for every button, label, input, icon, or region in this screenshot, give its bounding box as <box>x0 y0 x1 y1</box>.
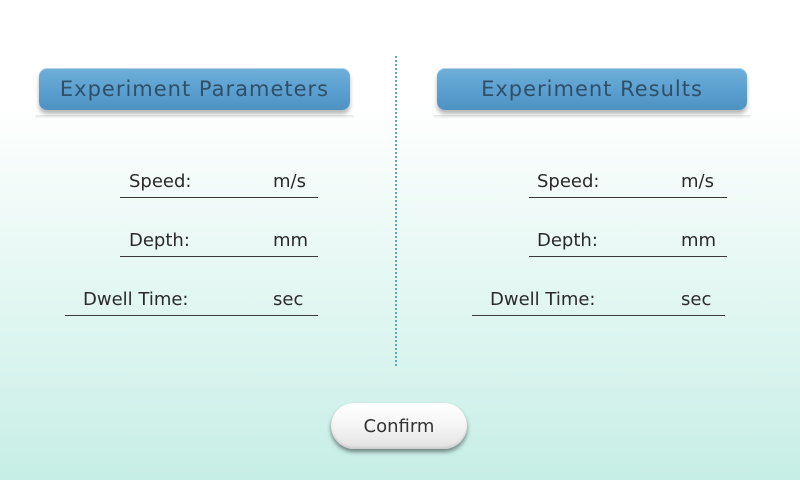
result-dwell-time-unit: sec <box>681 289 712 310</box>
result-depth-label: Depth: <box>537 230 598 251</box>
experiment-parameters-header: Experiment Parameters <box>35 68 354 119</box>
result-speed-field: Speed: m/s <box>529 167 727 198</box>
confirm-button[interactable]: Confirm <box>331 403 467 449</box>
parameter-dwell-time-field[interactable]: Dwell Time: sec <box>65 285 318 316</box>
result-speed-unit: m/s <box>681 171 714 192</box>
parameter-depth-field[interactable]: Depth: mm <box>120 226 318 257</box>
parameter-dwell-time-label: Dwell Time: <box>83 289 189 310</box>
result-depth-field: Depth: mm <box>529 226 727 257</box>
result-dwell-time-label: Dwell Time: <box>490 289 596 310</box>
result-speed-label: Speed: <box>537 171 600 192</box>
result-dwell-time-field: Dwell Time: sec <box>472 285 725 316</box>
experiment-parameters-title: Experiment Parameters <box>59 77 330 101</box>
parameter-depth-label: Depth: <box>129 230 190 251</box>
parameter-depth-unit: mm <box>273 230 309 251</box>
parameter-dwell-time-unit: sec <box>273 289 304 310</box>
parameter-speed-label: Speed: <box>129 171 192 192</box>
parameter-speed-field[interactable]: Speed: m/s <box>120 167 318 198</box>
experiment-results-header: Experiment Results <box>433 68 751 119</box>
column-divider <box>395 56 397 366</box>
experiment-results-title: Experiment Results <box>481 77 703 101</box>
parameter-speed-unit: m/s <box>273 171 306 192</box>
result-depth-unit: mm <box>681 230 717 251</box>
